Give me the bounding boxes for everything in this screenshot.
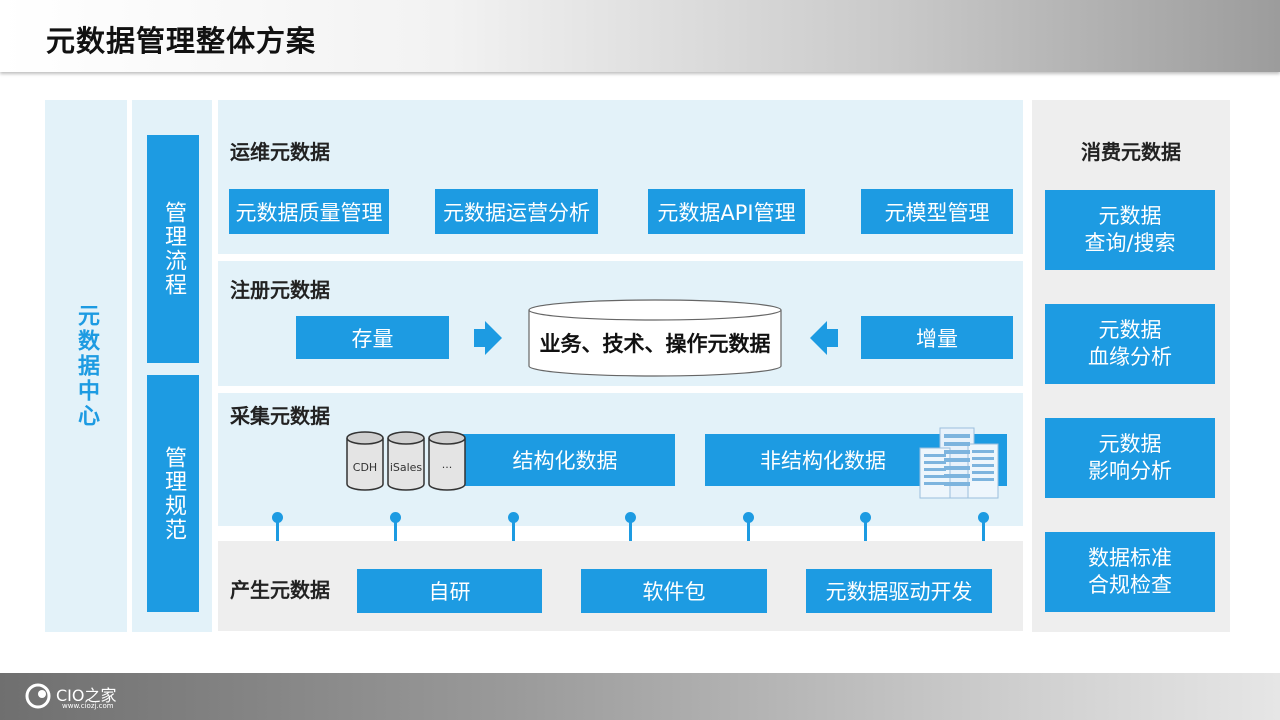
produce-item-driven-dev: 元数据驱动开发 — [806, 569, 992, 613]
slide-title: 元数据管理整体方案 — [46, 24, 317, 58]
ops-item-model: 元模型管理 — [861, 189, 1013, 234]
stock-box: 存量 — [296, 316, 449, 359]
database-icons — [346, 431, 466, 491]
ops-metadata-title: 运维元数据 — [230, 140, 330, 164]
db-label-more: ... — [441, 458, 453, 471]
slide-header — [0, 0, 1280, 72]
arrow-right-icon — [485, 321, 502, 355]
db-label-isales: iSales — [389, 461, 423, 474]
ops-item-api: 元数据API管理 — [648, 189, 805, 234]
consume-item-compliance: 数据标准 合规检查 — [1045, 532, 1215, 612]
slide-footer — [0, 673, 1280, 720]
consume-item-lineage: 元数据 血缘分析 — [1045, 304, 1215, 384]
arrow-left-icon — [810, 321, 827, 355]
structured-data-box: 结构化数据 — [455, 434, 675, 486]
consume-item-query: 元数据 查询/搜索 — [1045, 190, 1215, 270]
metadata-cylinder-icon — [528, 299, 782, 377]
metadata-center-label: 元数据中心 — [74, 303, 99, 429]
register-metadata-title: 注册元数据 — [230, 278, 330, 302]
produce-item-package: 软件包 — [581, 569, 767, 613]
ops-item-analysis: 元数据运营分析 — [435, 189, 598, 234]
ops-item-quality: 元数据质量管理 — [229, 189, 389, 234]
management-process-bar: 管理流程 — [147, 135, 199, 363]
documents-icon — [919, 427, 999, 499]
collect-metadata-title: 采集元数据 — [230, 404, 330, 428]
management-standard-bar: 管理规范 — [147, 375, 199, 612]
cio-logo-icon — [25, 683, 51, 709]
arrow-right-stem — [474, 329, 486, 347]
metadata-types-label: 业务、技术、操作元数据 — [539, 332, 771, 356]
cio-logo-text: CIO之家 — [56, 686, 117, 705]
metadata-center-panel — [45, 100, 127, 632]
db-label-cdh: CDH — [352, 461, 378, 474]
increment-box: 增量 — [861, 316, 1013, 359]
unstructured-data-label: 非结构化数据 — [760, 449, 886, 473]
produce-item-selfdev: 自研 — [357, 569, 542, 613]
cio-logo-url: www.ciozj.com — [62, 702, 114, 710]
structured-data-label: 结构化数据 — [512, 449, 618, 473]
arrow-left-stem — [826, 329, 838, 347]
consume-item-impact: 元数据 影响分析 — [1045, 418, 1215, 498]
consume-metadata-title: 消费元数据 — [1081, 140, 1181, 164]
produce-metadata-title: 产生元数据 — [230, 578, 330, 602]
